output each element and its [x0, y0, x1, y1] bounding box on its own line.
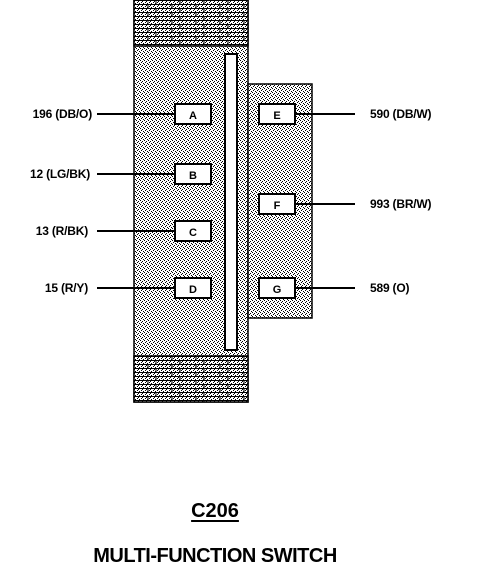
- pin-f: F: [258, 193, 296, 215]
- connector-bottom-band: [133, 355, 249, 403]
- pin-c: C: [174, 220, 212, 242]
- circuit-label-a: 196 (DB/O): [32, 107, 93, 121]
- wires: [97, 113, 355, 289]
- connector-id: C206: [191, 500, 239, 522]
- component-name: MULTI-FUNCTION SWITCH: [93, 545, 337, 567]
- pin-g: G: [258, 277, 296, 299]
- pin-d: D: [174, 277, 212, 299]
- pin-a: A: [174, 103, 212, 125]
- pin-boxes: A B C D E F G: [174, 103, 296, 299]
- pin-a-label: A: [189, 110, 197, 122]
- circuit-label-e: 590 (DB/W): [370, 107, 432, 121]
- pin-d-label: D: [189, 284, 197, 296]
- pin-f-label: F: [274, 200, 281, 212]
- locking-bar: [224, 53, 238, 351]
- circuit-label-b: 12 (LG/BK): [29, 167, 90, 181]
- pin-e: E: [258, 103, 296, 125]
- circuit-label-g: 589 (O): [370, 281, 410, 295]
- circuit-label-c: 13 (R/BK): [35, 224, 88, 238]
- pin-b-label: B: [189, 170, 197, 182]
- circuit-label-d: 15 (R/Y): [44, 281, 88, 295]
- pin-c-label: C: [189, 227, 197, 239]
- circuit-label-f: 993 (BR/W): [370, 197, 432, 211]
- pin-g-label: G: [273, 284, 282, 296]
- pin-b: B: [174, 163, 212, 185]
- connector-top-band: [133, 0, 249, 47]
- pin-e-label: E: [273, 110, 280, 122]
